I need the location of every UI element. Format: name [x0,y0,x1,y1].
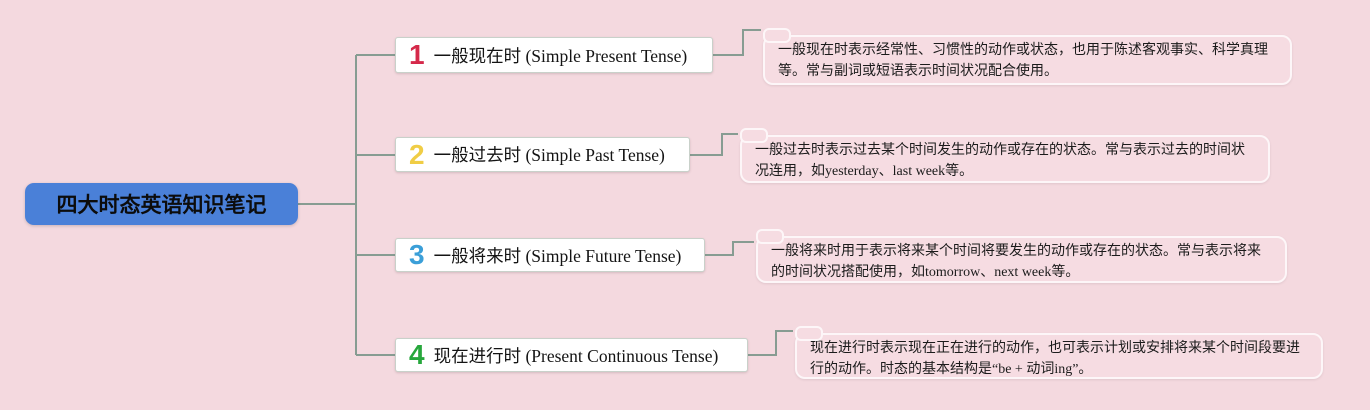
note-tab-icon [763,28,791,43]
branch-node-simple-future[interactable]: 3 一般将来时 (Simple Future Tense) [395,238,705,272]
root-topic-label: 四大时态英语知识笔记 [56,193,267,217]
connector-branch3-note [705,241,754,256]
note-tab-icon [740,128,768,143]
connector-branch2-note [690,133,738,156]
branch-node-simple-past[interactable]: 2 一般过去时 (Simple Past Tense) [395,137,690,172]
branch-label-simple-future: 一般将来时 (Simple Future Tense) [433,245,682,266]
note-text-simple-past: 一般过去时表示过去某个时间发生的动作或存在的状态。常与表示过去的时间状况连用，如… [755,143,1245,179]
branch-number-4: 4 [409,339,425,370]
branch-number-2: 2 [409,138,425,170]
connector-root-trunk [298,54,395,356]
branch-number-1: 1 [409,39,425,70]
branch-label-present-continuous: 现在进行时 (Present Continuous Tense) [433,345,719,366]
branch-node-simple-present[interactable]: 1 一般现在时 (Simple Present Tense) [395,37,713,73]
connector-branch4-note [748,330,793,356]
note-present-continuous[interactable]: 现在进行时表示现在正在进行的动作，也可表示计划或安排将来某个时间段要进行的动作。… [795,326,1323,379]
branch-node-present-continuous[interactable]: 4 现在进行时 (Present Continuous Tense) [395,338,748,372]
note-text-simple-future: 一般将来时用于表示将来某个时间将要发生的动作或存在的状态。常与表示将来的时间状况… [771,244,1261,280]
connector-branch1-note [713,29,761,56]
note-tab-icon [795,326,823,341]
branch-number-3: 3 [409,239,425,270]
note-text-simple-present: 一般现在时表示经常性、习惯性的动作或状态，也用于陈述客观事实、科学真理等。常与副… [778,43,1268,79]
note-simple-future[interactable]: 一般将来时用于表示将来某个时间将要发生的动作或存在的状态。常与表示将来的时间状况… [756,229,1287,283]
note-text-present-continuous: 现在进行时表示现在正在进行的动作，也可表示计划或安排将来某个时间段要进行的动作。… [810,341,1300,377]
branch-label-simple-past: 一般过去时 (Simple Past Tense) [433,145,665,165]
root-topic[interactable]: 四大时态英语知识笔记 [25,183,298,225]
note-simple-present[interactable]: 一般现在时表示经常性、习惯性的动作或状态，也用于陈述客观事实、科学真理等。常与副… [763,28,1292,85]
note-simple-past[interactable]: 一般过去时表示过去某个时间发生的动作或存在的状态。常与表示过去的时间状况连用，如… [740,128,1270,183]
branch-label-simple-present: 一般现在时 (Simple Present Tense) [433,45,688,66]
note-tab-icon [756,229,784,244]
